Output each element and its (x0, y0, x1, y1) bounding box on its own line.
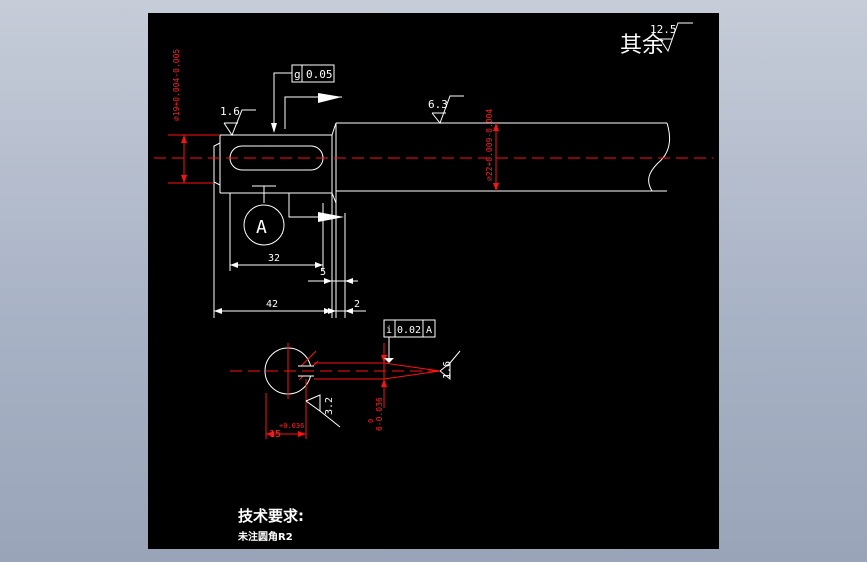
dim-5-line (308, 278, 358, 284)
dim-2: 2 (354, 299, 360, 310)
tolerance-frame-bottom (383, 319, 436, 363)
dim-32: 32 (268, 253, 280, 264)
roughness-other-value: 12.5 (650, 23, 677, 36)
roughness-section-bottom: 3.2 (324, 397, 335, 415)
tolerance-top-symbol: g (294, 68, 301, 81)
tolerance-top-value: 0.05 (306, 68, 333, 81)
roughness-section-bottom-symbol (305, 394, 341, 428)
datum-label: A (256, 217, 267, 238)
right-diameter-text: ⌀22+0.009-0.004 (485, 109, 494, 181)
keyway-width-dim: 6-0.036 (375, 397, 384, 431)
tolerance-frame-top (271, 64, 342, 133)
shaft-drawing: 其余 12.5 (154, 22, 713, 543)
keyway-width-tol: 0 (367, 419, 375, 423)
dim-32-line (230, 262, 323, 268)
roughness-section-right-symbol (439, 350, 461, 381)
left-diameter-text: ⌀19+0.004-0.005 (172, 49, 181, 121)
drawing-canvas: 其余 12.5 (148, 13, 719, 549)
shaft-outline (213, 122, 671, 318)
tech-req-title: 技术要求: (238, 507, 304, 525)
roughness-other-label: 其余 (620, 33, 664, 58)
dim-42: 42 (266, 299, 278, 310)
left-diameter-dimension (168, 134, 220, 184)
roughness-right-symbol (431, 95, 464, 125)
dim-5: 5 (320, 267, 326, 278)
roughness-left-symbol (223, 109, 256, 137)
roughness-section-right: 1.6 (442, 361, 453, 379)
datum-leader (243, 185, 344, 246)
dim-2-line (318, 308, 366, 314)
roughness-other-symbol (659, 22, 693, 53)
tolerance-bottom-value: 0.02 (397, 325, 421, 336)
tech-req-note: 未注圆角R2 (237, 530, 293, 543)
tolerance-bottom-symbol: i (386, 325, 392, 336)
section-view (230, 343, 441, 439)
roughness-right-value: 6.3 (428, 98, 448, 111)
keyway-depth-tol: +0.036 (279, 422, 304, 430)
tolerance-bottom-datum: A (426, 325, 432, 336)
right-diameter-dimension (493, 123, 499, 191)
roughness-left-value: 1.6 (220, 105, 240, 118)
keyway-depth-dim: 15 (269, 429, 281, 440)
